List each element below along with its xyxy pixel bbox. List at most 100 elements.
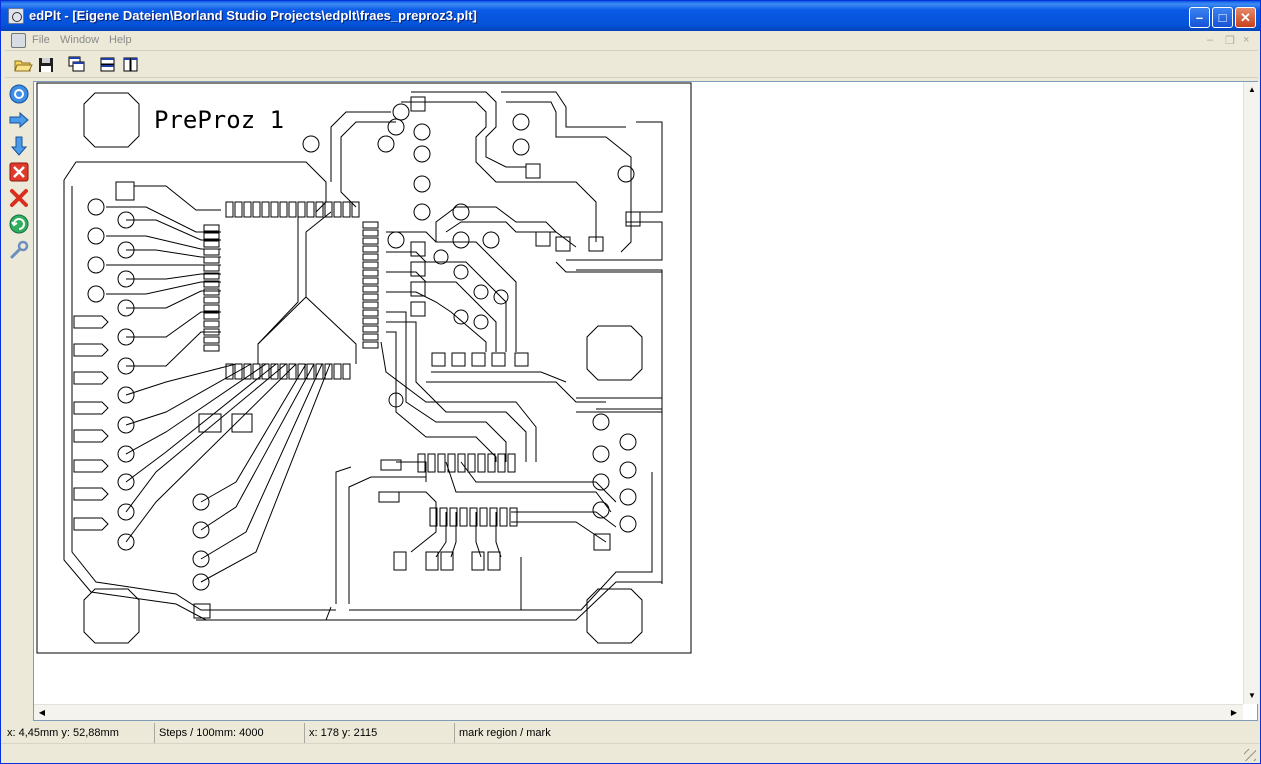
trace — [335, 466, 352, 604]
target-circle-icon[interactable] — [8, 83, 30, 105]
title-bar[interactable]: edPlt - [Eigene Dateien\Borland Studio P… — [1, 1, 1260, 31]
status-position-steps: x: 178 y: 2115 — [305, 723, 455, 743]
cascade-windows-icon[interactable] — [67, 55, 87, 75]
scroll-down-arrow-icon[interactable]: ▼ — [1248, 691, 1256, 700]
trace — [445, 221, 577, 248]
trace — [200, 363, 307, 503]
pad-array-right — [592, 413, 637, 551]
trace — [126, 311, 221, 338]
trace — [386, 231, 517, 352]
close-button[interactable]: ✕ — [1235, 7, 1256, 28]
menu-window[interactable]: Window — [60, 34, 100, 46]
region-box — [596, 408, 663, 584]
scroll-left-arrow-icon[interactable]: ◀ — [38, 708, 46, 717]
save-disk-icon[interactable] — [36, 55, 56, 75]
refresh-icon[interactable] — [8, 213, 30, 235]
ic-pins-right — [362, 221, 379, 349]
mounting-hole — [586, 588, 643, 644]
pad-array-middle — [388, 241, 529, 408]
status-position-mm: x: 4,45mm y: 52,88mm — [3, 723, 155, 743]
menu-help[interactable]: Help — [109, 34, 132, 46]
trace — [126, 331, 221, 367]
horizontal-scrollbar[interactable]: ◀ ▶ — [34, 704, 1243, 720]
trace — [380, 341, 537, 462]
arrow-down-icon[interactable] — [8, 135, 30, 157]
board-label: PreProz 1 — [154, 106, 284, 134]
trace — [125, 363, 287, 513]
app-icon[interactable] — [8, 8, 24, 24]
trace — [106, 281, 221, 295]
status-bar: x: 4,45mm y: 52,88mm Steps / 100mm: 4000… — [1, 723, 1260, 743]
trace — [200, 363, 323, 560]
trace — [386, 321, 527, 462]
trace — [521, 472, 653, 611]
drawing-area[interactable]: PreProz 1 ▲ ▼ ◀ ▶ — [33, 81, 1259, 721]
mounting-hole — [586, 325, 643, 381]
trace — [305, 211, 332, 233]
minimize-button[interactable]: – — [1189, 7, 1210, 28]
trace — [626, 121, 663, 213]
menu-file[interactable]: File — [32, 34, 50, 46]
delete-box-icon[interactable] — [8, 161, 30, 183]
connector-pins-bottom — [378, 453, 518, 571]
delete-x-icon[interactable] — [8, 187, 30, 209]
mounting-hole — [83, 92, 140, 148]
trace — [435, 206, 557, 242]
trace — [566, 221, 663, 261]
trace — [257, 212, 299, 364]
status-mode: mark region / mark — [459, 727, 551, 739]
status-steps: Steps / 100mm: 4000 — [155, 723, 305, 743]
trace — [431, 371, 567, 383]
menu-bar: File Window Help – ❐ × — [5, 31, 1258, 51]
trace — [511, 521, 607, 543]
scroll-up-arrow-icon[interactable]: ▲ — [1248, 85, 1256, 94]
bottom-band — [1, 743, 1260, 763]
toolbar — [5, 52, 1258, 78]
trace — [386, 331, 497, 462]
trace — [386, 311, 507, 462]
child-minimize-button[interactable]: – — [1207, 34, 1214, 46]
trace — [125, 363, 252, 426]
trace — [126, 290, 221, 309]
trace — [200, 363, 315, 531]
pcb-drawing[interactable]: PreProz 1 — [36, 82, 693, 655]
vertical-scrollbar[interactable]: ▲ ▼ — [1243, 82, 1259, 704]
document-icon[interactable] — [11, 33, 26, 48]
ic-pins-top — [225, 201, 360, 218]
trace — [125, 363, 297, 543]
trace — [200, 363, 331, 583]
trace — [257, 296, 307, 345]
maximize-button[interactable]: □ — [1212, 7, 1233, 28]
ic-pins-left — [203, 224, 220, 352]
trace — [134, 185, 221, 211]
trace — [506, 101, 632, 253]
trace — [381, 491, 437, 553]
trace — [106, 206, 221, 233]
trace — [330, 111, 391, 182]
trace — [305, 232, 357, 364]
resize-grip-icon[interactable] — [1244, 749, 1256, 761]
tile-vertical-icon[interactable] — [121, 55, 141, 75]
pad-array-left — [73, 181, 253, 619]
tile-horizontal-icon[interactable] — [98, 55, 118, 75]
ic-pins-bottom — [225, 363, 351, 380]
open-folder-icon[interactable] — [13, 55, 33, 75]
scroll-right-arrow-icon[interactable]: ▶ — [1230, 708, 1238, 717]
child-close-button[interactable]: × — [1243, 34, 1250, 46]
window-title: edPlt - [Eigene Dateien\Borland Studio P… — [29, 8, 477, 23]
region-box — [576, 269, 663, 399]
mounting-hole — [83, 588, 140, 644]
trace — [71, 186, 336, 611]
trace — [435, 512, 447, 558]
trace — [411, 91, 526, 168]
trace — [396, 461, 427, 482]
trace — [125, 363, 277, 483]
wrench-icon[interactable] — [8, 239, 30, 261]
trace — [340, 121, 396, 208]
trace — [501, 91, 626, 128]
arrow-right-icon[interactable] — [8, 109, 30, 131]
pad-array-top — [302, 96, 641, 252]
trace — [511, 511, 617, 528]
child-restore-button[interactable]: ❐ — [1225, 35, 1235, 47]
